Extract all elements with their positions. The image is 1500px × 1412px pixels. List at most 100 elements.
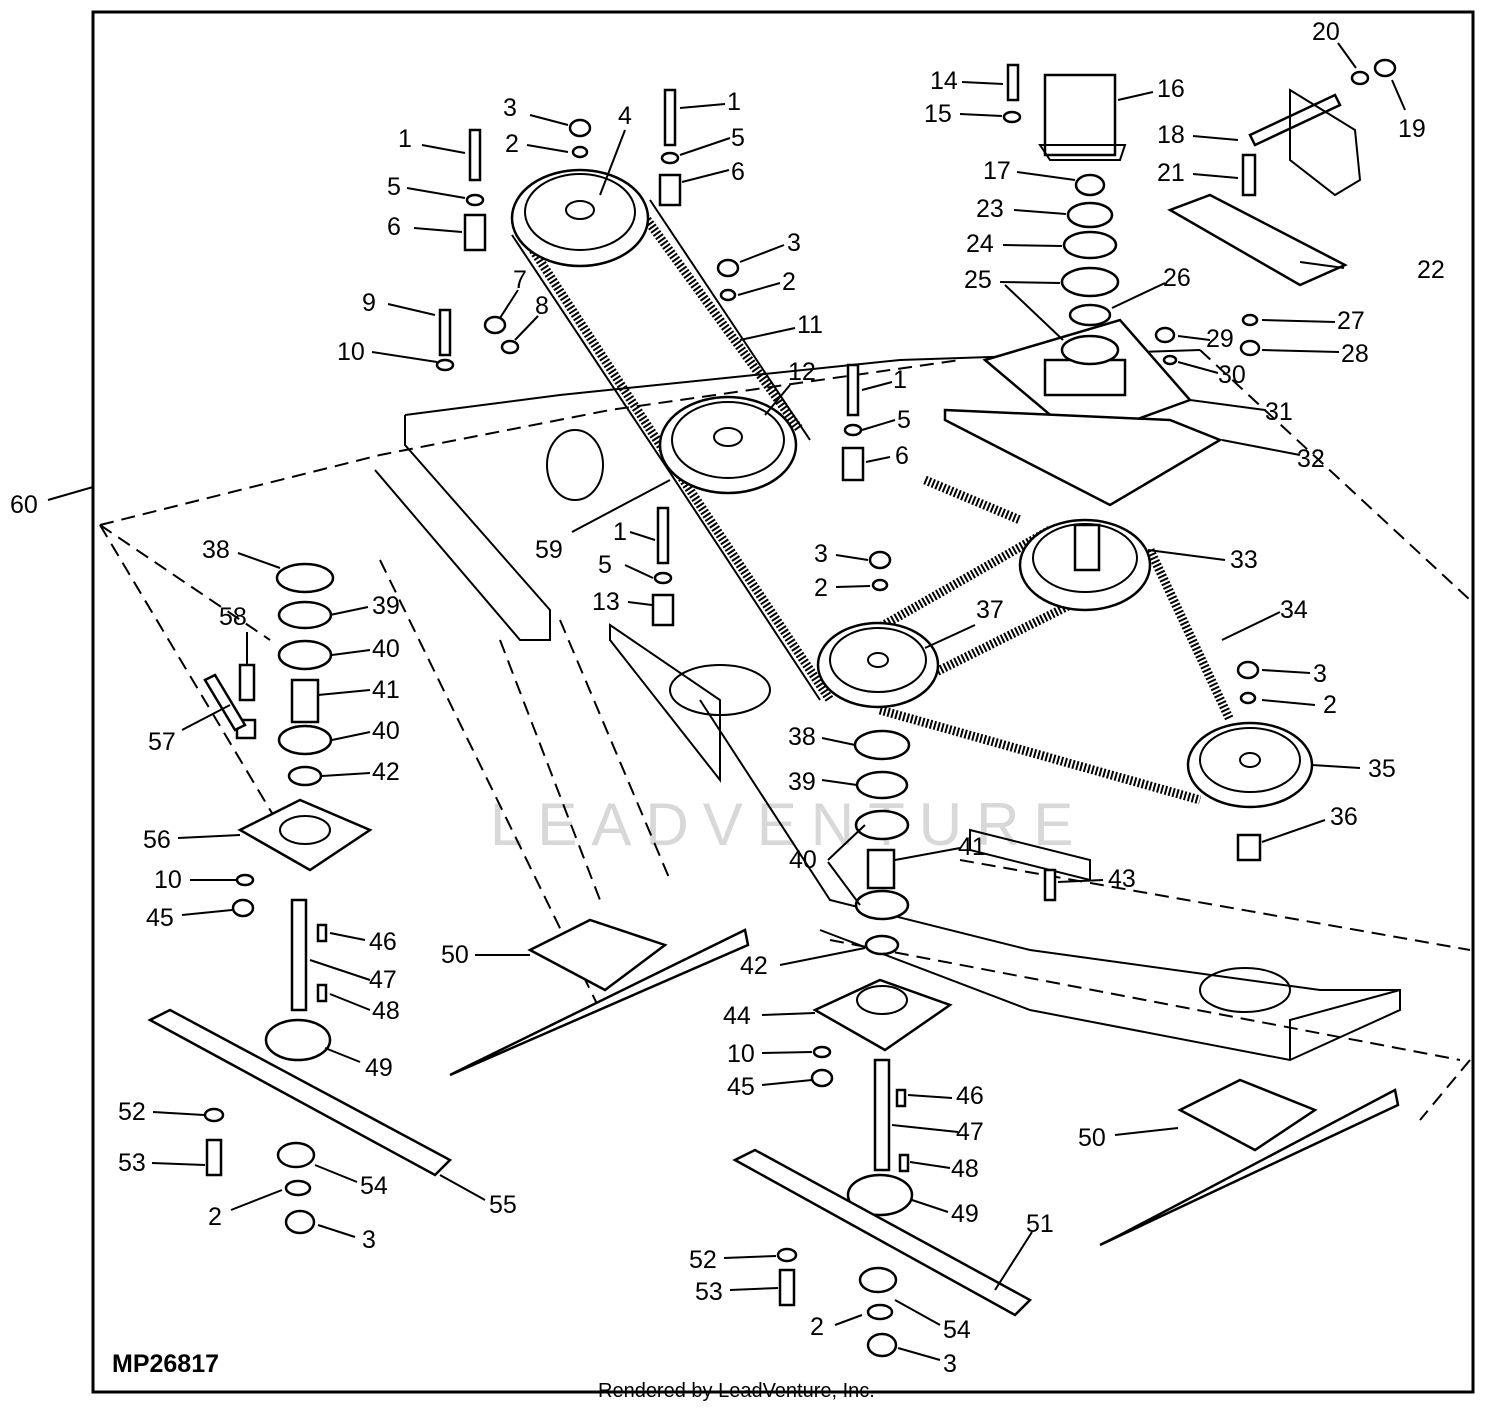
callout: 20 bbox=[1312, 18, 1340, 46]
gearbox-pulley-33 bbox=[1018, 518, 1152, 612]
callout: 10 bbox=[154, 866, 182, 894]
callout: 34 bbox=[1280, 596, 1308, 624]
callout: 4 bbox=[618, 102, 632, 130]
callout: 45 bbox=[146, 904, 174, 932]
footer-credit: Rendered by LeadVenture, Inc. bbox=[598, 1380, 875, 1402]
callout: 7 bbox=[513, 266, 527, 294]
figure-code: MP26817 bbox=[112, 1350, 219, 1378]
pulley-4 bbox=[510, 168, 650, 268]
callout: 17 bbox=[983, 157, 1011, 185]
callout: 41 bbox=[372, 676, 400, 704]
spindle-pulley-35 bbox=[1186, 721, 1314, 809]
callout: 55 bbox=[489, 1191, 517, 1219]
callout: 31 bbox=[1265, 398, 1293, 426]
callout: 38 bbox=[788, 723, 816, 751]
callout: 46 bbox=[369, 928, 397, 956]
callout: 24 bbox=[966, 230, 994, 258]
callout: 40 bbox=[789, 846, 817, 874]
callout: 2 bbox=[208, 1203, 222, 1231]
callout: 50 bbox=[441, 941, 469, 969]
callout: 39 bbox=[788, 768, 816, 796]
callout: 48 bbox=[372, 997, 400, 1025]
callout: 2 bbox=[814, 574, 828, 602]
callout: 42 bbox=[740, 952, 768, 980]
callout: 6 bbox=[731, 158, 745, 186]
callout: 51 bbox=[1026, 1210, 1054, 1238]
leader-lines bbox=[47, 42, 1406, 1361]
callout: 19 bbox=[1398, 115, 1426, 143]
callout: 6 bbox=[895, 442, 909, 470]
callout: 1 bbox=[398, 125, 412, 153]
callout: 37 bbox=[976, 596, 1004, 624]
callout: 25 bbox=[964, 266, 992, 294]
callout: 47 bbox=[369, 966, 397, 994]
spindle-pulley-37 bbox=[816, 621, 940, 709]
callout: 2 bbox=[810, 1313, 824, 1341]
callout: 56 bbox=[143, 826, 171, 854]
callout: 1 bbox=[727, 88, 741, 116]
callout: 5 bbox=[387, 173, 401, 201]
callout: 50 bbox=[1078, 1124, 1106, 1152]
callout: 21 bbox=[1157, 159, 1185, 187]
callout: 8 bbox=[535, 292, 549, 320]
callout: 53 bbox=[118, 1149, 146, 1177]
callout: 12 bbox=[788, 358, 816, 386]
callout: 58 bbox=[219, 603, 247, 631]
callout: 5 bbox=[598, 551, 612, 579]
callout: 45 bbox=[727, 1073, 755, 1101]
center-spindle-stack bbox=[812, 729, 953, 1217]
callout: 59 bbox=[535, 536, 563, 564]
gearbox-bearings bbox=[1060, 173, 1120, 366]
callout: 46 bbox=[956, 1082, 984, 1110]
callout: 3 bbox=[1313, 660, 1327, 688]
callout: 26 bbox=[1163, 264, 1191, 292]
callout: 2 bbox=[1323, 691, 1337, 719]
callout: 22 bbox=[1417, 256, 1445, 284]
blade-55 bbox=[147, 1008, 453, 1177]
left-spindle-stack bbox=[237, 562, 373, 1062]
callout: 2 bbox=[505, 130, 519, 158]
callout: 1 bbox=[613, 518, 627, 546]
callout: 36 bbox=[1330, 803, 1358, 831]
callout: 3 bbox=[362, 1226, 376, 1254]
callouts: 1 2 3 4 5 6 1 5 6 7 8 9 10 3 2 11 12 1 5… bbox=[10, 18, 1445, 1378]
callout: 18 bbox=[1157, 121, 1185, 149]
callout: 54 bbox=[943, 1316, 971, 1344]
callout: 23 bbox=[976, 195, 1004, 223]
callout: 28 bbox=[1341, 340, 1369, 368]
callout: 2 bbox=[782, 268, 796, 296]
blade-51 bbox=[732, 1148, 1033, 1317]
callout: 44 bbox=[723, 1002, 751, 1030]
callout: 57 bbox=[148, 728, 176, 756]
callout: 32 bbox=[1297, 445, 1325, 473]
callout: 40 bbox=[372, 635, 400, 663]
gearbox-plate-31 bbox=[982, 318, 1193, 442]
support-arm-18 bbox=[1248, 88, 1362, 197]
gearbox-16 bbox=[1038, 73, 1127, 161]
callout: 9 bbox=[362, 289, 376, 317]
bracket-22 bbox=[1167, 193, 1348, 287]
callout: 60 bbox=[10, 491, 38, 519]
blade-right bbox=[1099, 1078, 1400, 1247]
callout: 3 bbox=[503, 94, 517, 122]
callout: 3 bbox=[814, 540, 828, 568]
callout: 5 bbox=[897, 406, 911, 434]
callout: 49 bbox=[951, 1200, 979, 1228]
callout: 49 bbox=[365, 1054, 393, 1082]
callout: 5 bbox=[731, 124, 745, 152]
diagram-frame bbox=[91, 10, 1475, 1394]
callout: 38 bbox=[202, 536, 230, 564]
callout: 33 bbox=[1230, 546, 1258, 574]
callout: 3 bbox=[787, 229, 801, 257]
callout: 11 bbox=[797, 311, 823, 339]
callout: 30 bbox=[1218, 361, 1246, 389]
callout: 27 bbox=[1337, 307, 1365, 335]
fasteners bbox=[203, 58, 1397, 1358]
deck-plate-32 bbox=[943, 408, 1223, 507]
callout: 15 bbox=[924, 100, 952, 128]
callout: 40 bbox=[372, 717, 400, 745]
callout: 10 bbox=[727, 1040, 755, 1068]
callout: 54 bbox=[360, 1172, 388, 1200]
callout: 13 bbox=[592, 588, 620, 616]
